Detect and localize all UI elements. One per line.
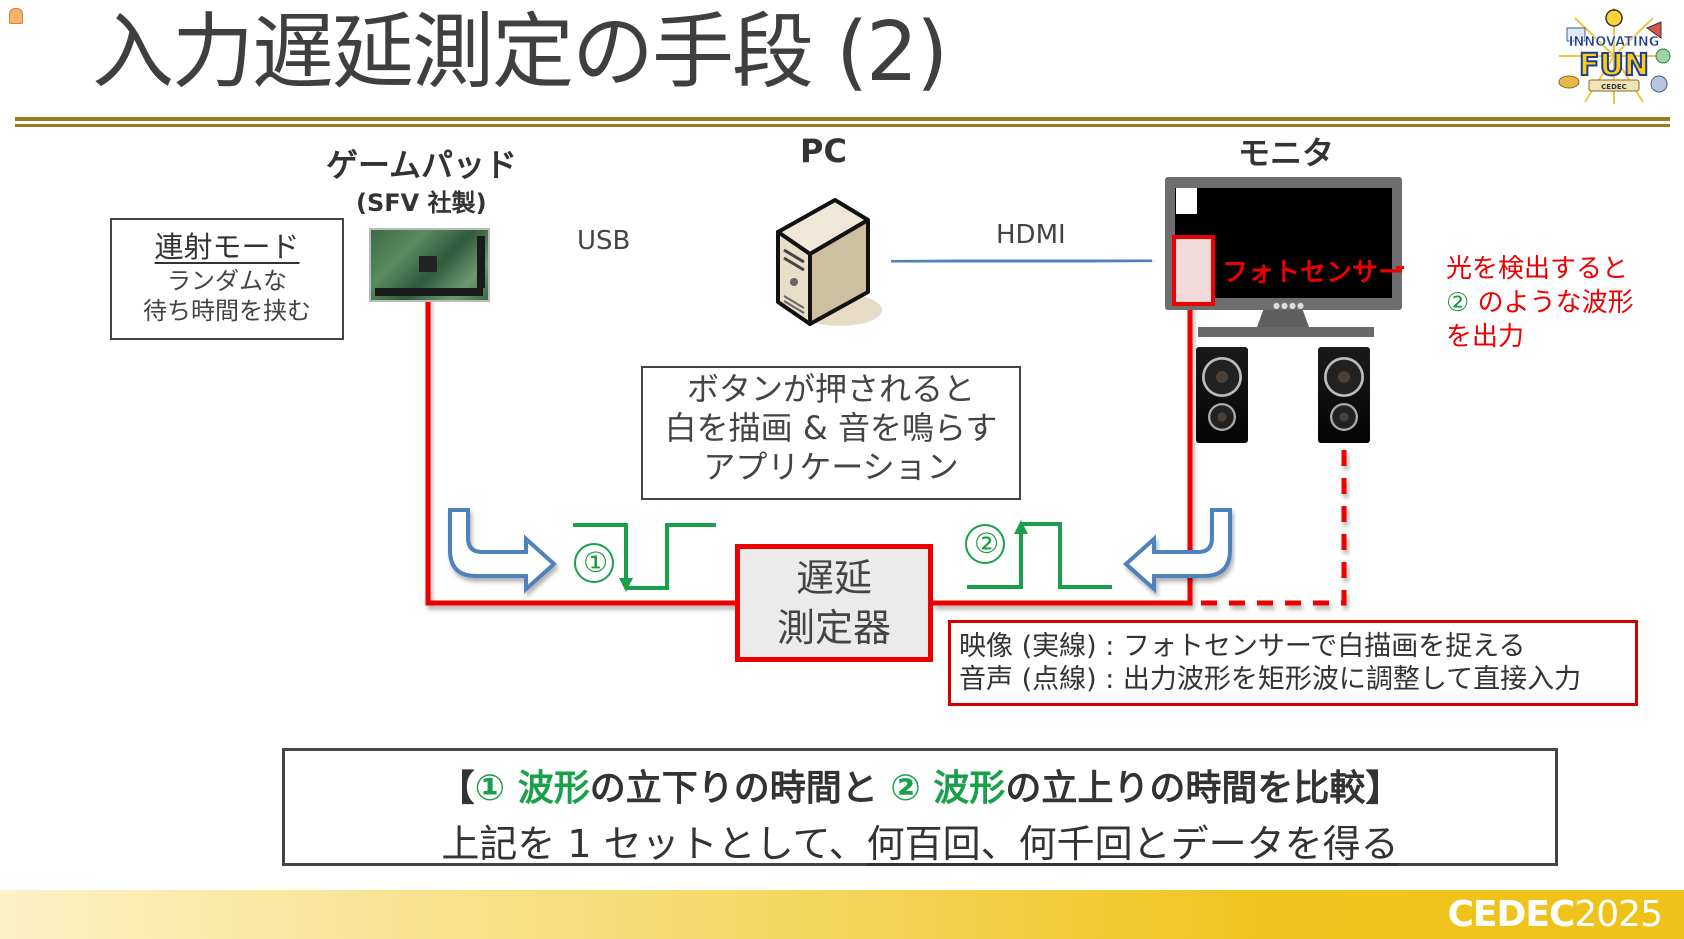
gamepad-title: ゲームパッド	[326, 146, 518, 184]
photosensor-icon	[1172, 235, 1215, 306]
rising-edge-arrow-icon	[1014, 520, 1028, 534]
waveform-2-high	[1021, 522, 1112, 589]
sunburst-icon	[1559, 8, 1669, 104]
delay-meter-line: 遅延	[795, 556, 872, 600]
monitor-title: モニタ	[1238, 134, 1335, 172]
legend-audio: 音声 (点線) : 出力波形を矩形波に調整して直接入力	[959, 664, 1582, 695]
gamepad-subtitle: (SFV 社製)	[356, 189, 487, 217]
summary-box: 【① 波形の立下りの時間と ② 波形の立上りの時間を比較】 上記を 1 セットと…	[282, 748, 1558, 866]
hdmi-label: HDMI	[996, 220, 1066, 250]
innovating-fun-logo: INNOVATING FUN CEDEC	[1558, 8, 1671, 104]
turbo-mode-box: 連射モード ランダムな 待ち時間を挟む	[110, 218, 344, 340]
arrow-to-meter-left-icon	[448, 508, 558, 594]
app-description-line: アプリケーション	[703, 448, 959, 486]
cedec-logo: CEDEC2025	[1447, 894, 1663, 935]
turbo-mode-heading: 連射モード	[154, 230, 300, 264]
wave-1-marker	[574, 543, 614, 583]
wave-2-marker	[965, 524, 1005, 564]
sensor-label-leader	[1396, 266, 1404, 269]
app-description-line: 白を描画 & 音を鳴らす	[664, 409, 998, 447]
note-line: を出力	[1446, 322, 1525, 352]
photosensor-label: フォトセンサー	[1222, 258, 1405, 288]
speaker-left-icon	[1196, 347, 1248, 443]
coins-icon	[1558, 75, 1580, 89]
title-rule-top	[15, 117, 1670, 121]
pc-title: PC	[800, 132, 847, 170]
pc-tower-icon	[776, 198, 882, 326]
gear-icon	[1655, 48, 1671, 64]
footer-bar	[0, 890, 1684, 939]
turbo-mode-line: ランダムな	[167, 267, 287, 295]
wave-2-number: ②	[974, 527, 1000, 560]
note-line: ② のような波形	[1446, 288, 1634, 318]
corner-marker-icon	[9, 8, 23, 24]
delay-meter-box: 遅延 測定器	[735, 544, 933, 662]
waveform-1-low	[626, 523, 716, 590]
note-line: 光を検出すると	[1446, 254, 1629, 284]
waveform-1-high	[573, 523, 628, 586]
app-description-line: ボタンが押されると	[686, 370, 975, 408]
megaphone-icon	[1645, 21, 1662, 39]
summary-body: 上記を 1 セットとして、何百回、何千回とデータを得る	[441, 822, 1399, 866]
monitor-stand-neck	[1257, 310, 1309, 327]
logo-text-top: INNOVATING	[1569, 35, 1660, 50]
gamepad-signal-line	[425, 298, 738, 606]
controller-icon	[1650, 75, 1668, 93]
delay-meter-line: 測定器	[776, 606, 891, 650]
falling-edge-arrow-icon	[619, 578, 633, 592]
photosensor-signal-line	[933, 302, 1193, 606]
title-rule-bottom	[15, 124, 1670, 127]
legend-video: 映像 (実線) : フォトセンサーで白描画を捉える	[959, 631, 1526, 662]
wave-1-number: ①	[583, 546, 609, 579]
page-title: 入力遅延測定の手段 (2)	[92, 5, 948, 100]
app-description-box: ボタンが押されると 白を描画 & 音を鳴らす アプリケーション	[641, 366, 1021, 500]
turbo-mode-line: 待ち時間を挟む	[143, 297, 311, 325]
monitor-stand-base	[1198, 327, 1374, 337]
logo-ribbon-text: CEDEC	[1601, 83, 1627, 91]
waveform-2-low	[967, 527, 1023, 589]
logo-text-main: FUN	[1579, 48, 1649, 83]
speaker-right-icon	[1318, 347, 1370, 443]
hdmi-cable	[890, 258, 1153, 264]
audio-signal-line	[1192, 450, 1347, 606]
summary-heading: 【① 波形の立下りの時間と ② 波形の立上りの時間を比較】	[438, 768, 1402, 809]
usb-label: USB	[577, 226, 631, 256]
window-icon	[1566, 27, 1586, 42]
photosensor-note: 光を検出すると ② のような波形 を出力	[1446, 252, 1634, 354]
white-square-indicator	[1176, 188, 1197, 214]
arrow-to-meter-right-icon	[1122, 508, 1232, 594]
gamepad-board-image	[369, 228, 490, 302]
lightbulb-icon	[1605, 9, 1623, 27]
line-legend-box: 映像 (実線) : フォトセンサーで白描画を捉える 音声 (点線) : 出力波形…	[948, 620, 1638, 706]
